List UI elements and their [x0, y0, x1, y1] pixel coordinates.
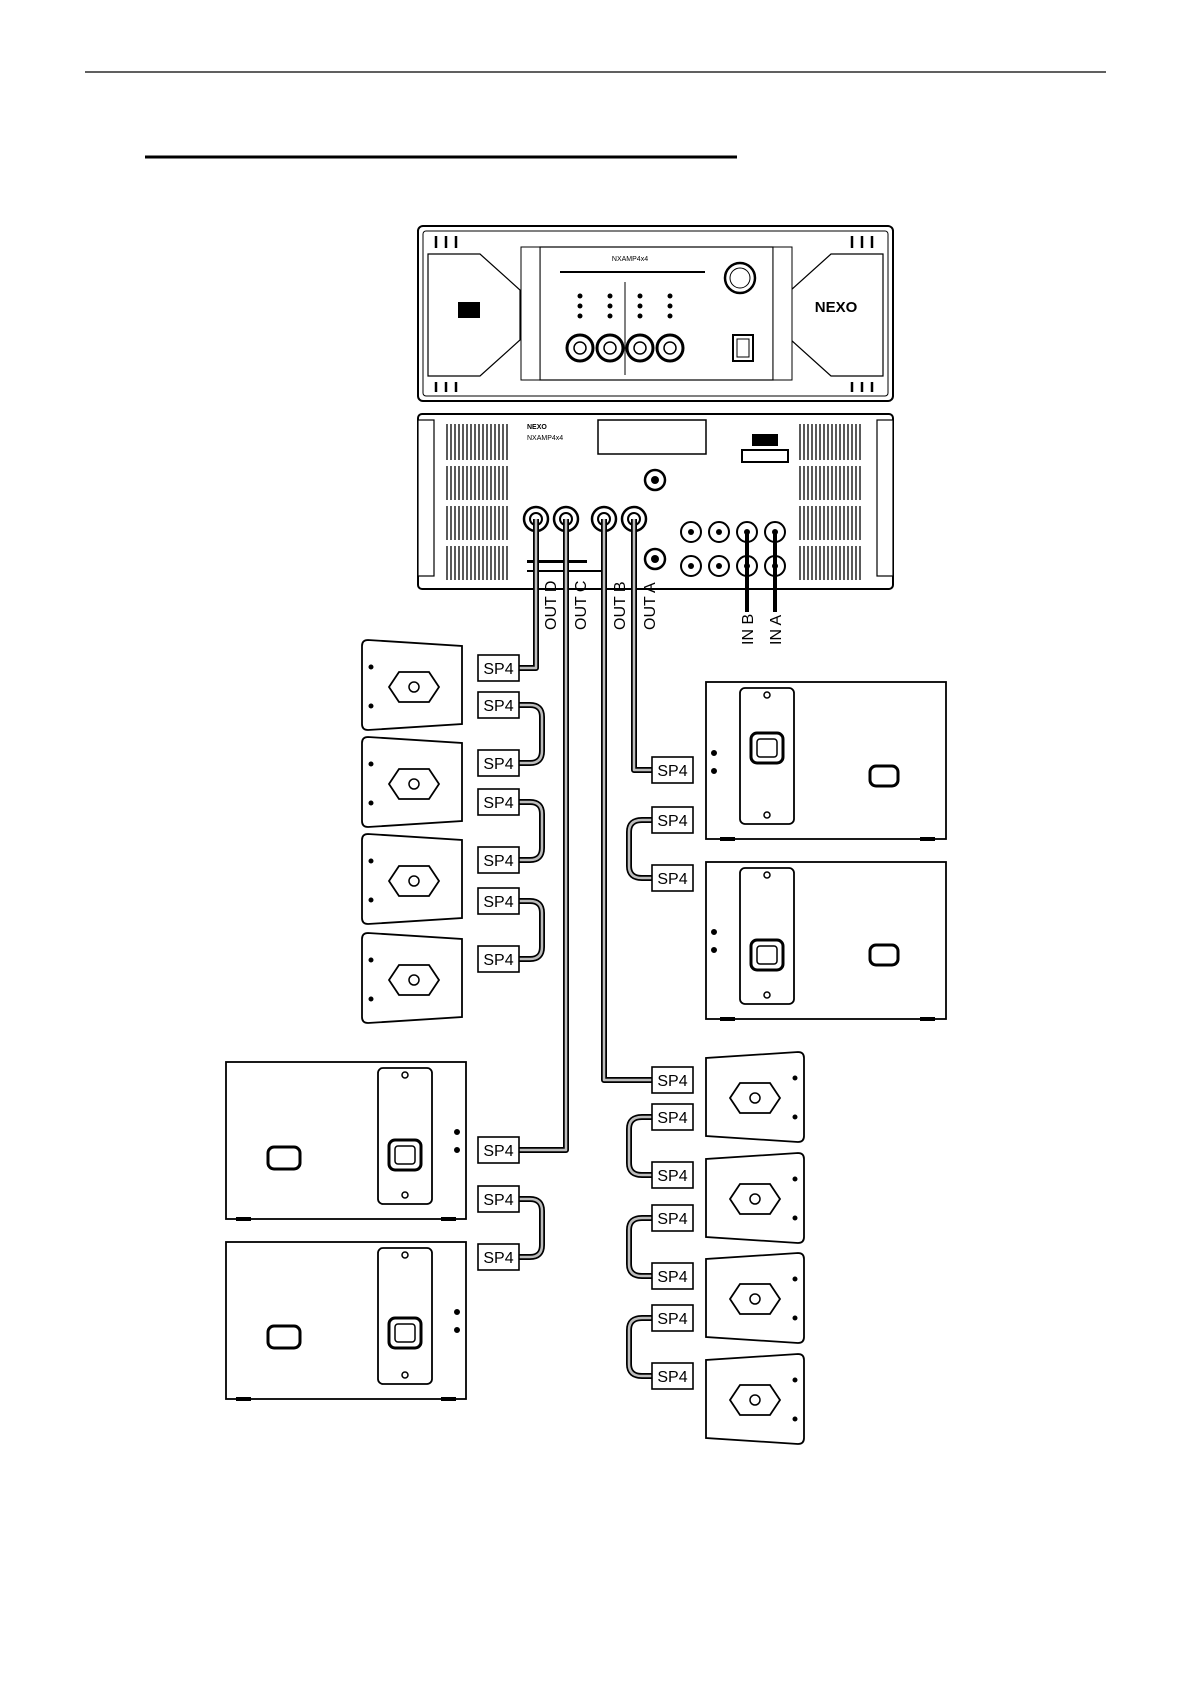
front-model-label: NXAMP4x4	[612, 256, 648, 263]
top-speaker	[362, 640, 462, 730]
sp4-connector: SP4	[652, 1162, 693, 1188]
sp4-connector: SP4	[478, 789, 519, 815]
top-speaker	[362, 933, 462, 1023]
output-label-b: OUT B	[612, 581, 629, 630]
sp4-label: SP4	[657, 1073, 687, 1090]
sp4-label: SP4	[483, 894, 513, 911]
output-label-d: OUT D	[543, 581, 560, 630]
sp4-connector: SP4	[652, 1305, 693, 1331]
right-subwoofer-stack	[706, 682, 946, 1019]
front-brand-logo: NEXO	[815, 299, 858, 316]
input-label-b: IN B	[740, 614, 757, 645]
top-speaker	[706, 1253, 804, 1343]
top-speaker	[362, 737, 462, 827]
sp4-connector: SP4	[478, 847, 519, 873]
amplifier-rear-panel: NEXO NXAMP4x4	[418, 414, 893, 589]
sp4-label: SP4	[657, 763, 687, 780]
sp4-label: SP4	[483, 661, 513, 678]
subwoofer	[226, 1242, 466, 1399]
subwoofer	[706, 862, 946, 1019]
sp4-label: SP4	[657, 1269, 687, 1286]
subwoofer	[706, 682, 946, 839]
sp4-label: SP4	[483, 756, 513, 773]
sp4-label: SP4	[483, 698, 513, 715]
sp4-connector: SP4	[478, 888, 519, 914]
sp4-connector: SP4	[652, 1067, 693, 1093]
top-speaker	[706, 1153, 804, 1243]
left-top-speaker-stack	[362, 640, 462, 1023]
sp4-label: SP4	[657, 1110, 687, 1127]
sp4-connector: SP4	[478, 1137, 519, 1163]
rear-model-label: NXAMP4x4	[527, 435, 563, 442]
sp4-connector: SP4	[478, 1186, 519, 1212]
subwoofer	[226, 1062, 466, 1219]
sp4-label: SP4	[657, 871, 687, 888]
sp4-connector: SP4	[652, 1263, 693, 1289]
top-speaker	[362, 834, 462, 924]
sp4-label: SP4	[483, 1192, 513, 1209]
sp4-connector: SP4	[652, 1363, 693, 1389]
sp4-connector: SP4	[478, 750, 519, 776]
right-top-speaker-stack	[706, 1052, 804, 1444]
sp4-connector-group: SP4SP4SP4SP4SP4SP4SP4SP4SP4SP4SP4SP4SP4S…	[478, 655, 693, 1389]
sp4-connector: SP4	[652, 807, 693, 833]
output-cables	[519, 519, 652, 1376]
sp4-connector: SP4	[652, 1104, 693, 1130]
sp4-connector: SP4	[478, 692, 519, 718]
sp4-label: SP4	[657, 813, 687, 830]
sp4-connector: SP4	[478, 1244, 519, 1270]
sp4-label: SP4	[483, 952, 513, 969]
sp4-label: SP4	[483, 853, 513, 870]
sp4-label: SP4	[657, 1311, 687, 1328]
sp4-connector: SP4	[478, 655, 519, 681]
sp4-connector: SP4	[652, 865, 693, 891]
sp4-label: SP4	[483, 1250, 513, 1267]
sp4-connector: SP4	[652, 757, 693, 783]
output-label-c: OUT C	[573, 581, 590, 630]
rear-brand-logo: NEXO	[527, 424, 547, 431]
sp4-label: SP4	[483, 1143, 513, 1160]
sp4-label: SP4	[657, 1369, 687, 1386]
sp4-connector: SP4	[652, 1205, 693, 1231]
left-subwoofer-stack	[226, 1062, 466, 1399]
sp4-label: SP4	[657, 1211, 687, 1228]
sp4-label: SP4	[657, 1168, 687, 1185]
sp4-label: SP4	[483, 795, 513, 812]
input-label-a: IN A	[768, 614, 785, 645]
amplifier-front-panel: NXAMP4x4 NEXO	[418, 226, 893, 401]
sp4-connector: SP4	[478, 946, 519, 972]
top-speaker	[706, 1354, 804, 1444]
top-speaker	[706, 1052, 804, 1142]
output-label-a: OUT A	[642, 582, 659, 630]
